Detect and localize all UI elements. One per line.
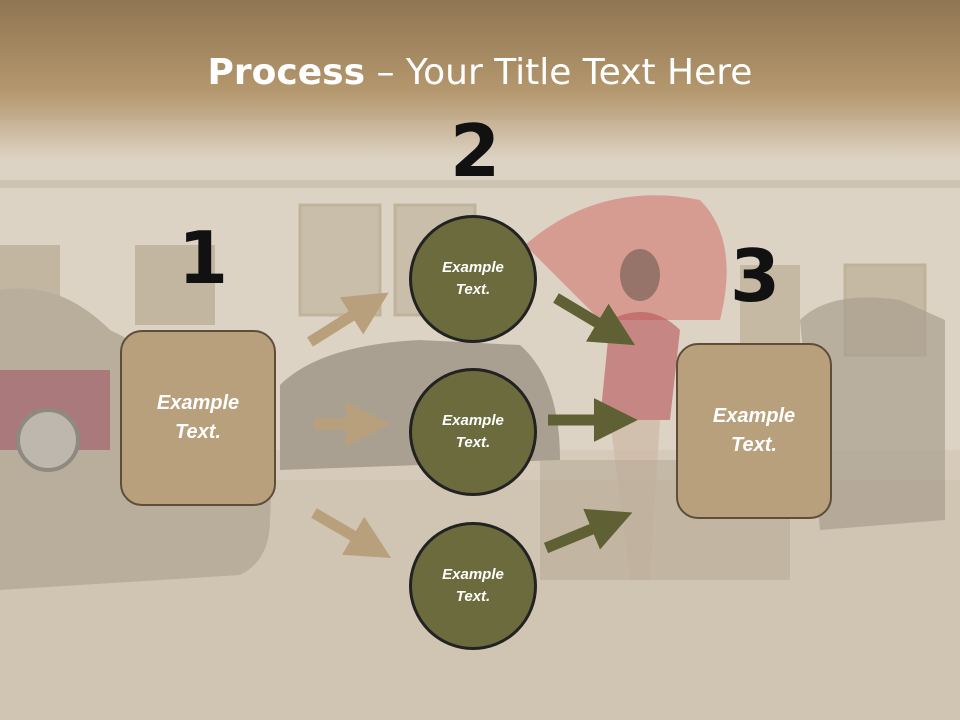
step-number-2: 2 — [450, 109, 501, 193]
title-bold: Process — [207, 52, 366, 93]
step-1-line1: Example — [156, 392, 240, 414]
circle-middle-line2: Text. — [455, 434, 491, 451]
step-number-1: 1 — [178, 216, 229, 300]
arrow-olive-down — [553, 293, 636, 346]
step-3-line2: Text. — [731, 434, 777, 456]
circle-top-line1: Example — [442, 258, 504, 276]
circle-middle-line1: Example — [442, 411, 504, 429]
step-1-line2: Text. — [175, 421, 221, 443]
circle-top-line2: Text. — [455, 281, 491, 298]
step-3-box: Example Text. — [676, 343, 832, 519]
title-band — [0, 0, 960, 160]
step-2-circle-top: Example Text. — [409, 215, 537, 343]
circle-bottom-line2: Text. — [455, 588, 491, 605]
step-3-line1: Example — [712, 405, 796, 427]
step-2-circle-bottom: Example Text. — [409, 522, 537, 650]
slide-title: Process – Your Title Text Here — [0, 52, 960, 93]
step-1-box: Example Text. — [120, 330, 276, 506]
circle-bottom-line1: Example — [442, 565, 504, 583]
arrow-tan-up — [307, 292, 389, 347]
step-2-circle-middle: Example Text. — [409, 368, 537, 496]
step-number-3: 3 — [730, 234, 781, 318]
title-rest: – Your Title Text Here — [365, 52, 753, 93]
arrow-olive-up — [543, 508, 633, 554]
arrow-tan-down — [311, 508, 392, 558]
